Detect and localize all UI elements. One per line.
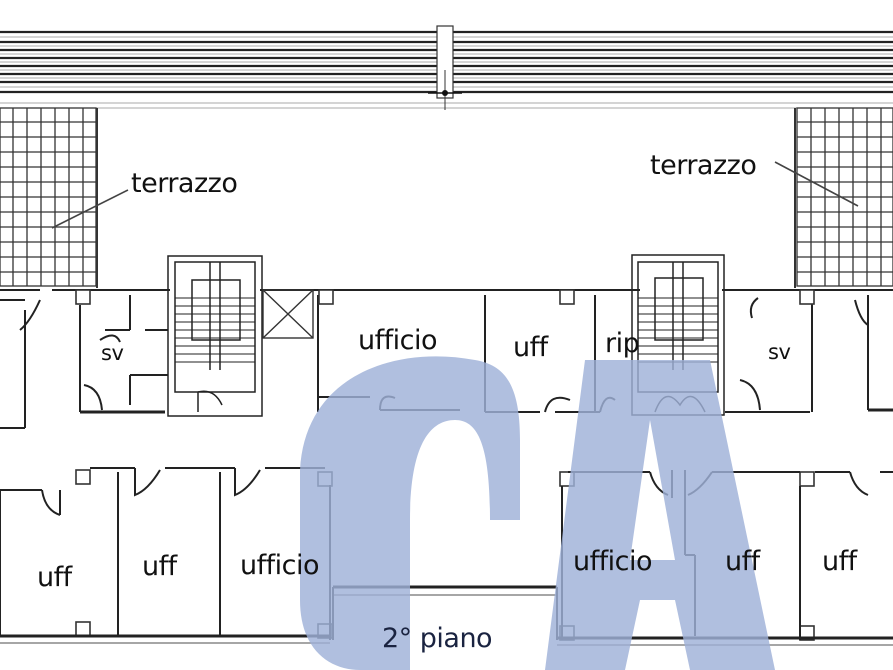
stair-right [631, 254, 725, 416]
elevator-shaft [262, 289, 314, 339]
room-label-uff-bottom-1: uff [37, 562, 72, 593]
terrace-grid-right [794, 107, 893, 288]
upper-wing-walls [0, 289, 893, 429]
room-label-rip: rip [605, 328, 640, 359]
roof-ridge-column [428, 25, 462, 110]
terrace-leader-right [774, 161, 859, 207]
room-label-uff-bottom-2: uff [142, 551, 177, 582]
terrace-grid-left [0, 107, 98, 288]
terrace-label-left: terrazzo [131, 168, 238, 199]
terrace-leader-left [51, 189, 129, 229]
room-label-ufficio-bottom-right: ufficio [573, 546, 653, 577]
stair-left [167, 255, 263, 417]
room-label-ufficio-bottom-left: ufficio [240, 550, 320, 581]
room-label-uff-bottom-4: uff [822, 546, 857, 577]
terrace-label-right: terrazzo [650, 150, 757, 181]
room-label-ufficio-top: ufficio [358, 325, 438, 356]
floor-label: 2° piano [382, 623, 493, 654]
room-label-uff-bottom-3: uff [725, 546, 760, 577]
room-label-sv-left: sv [101, 341, 124, 365]
room-label-sv-right: sv [768, 340, 791, 364]
room-label-uff-top: uff [513, 332, 548, 363]
